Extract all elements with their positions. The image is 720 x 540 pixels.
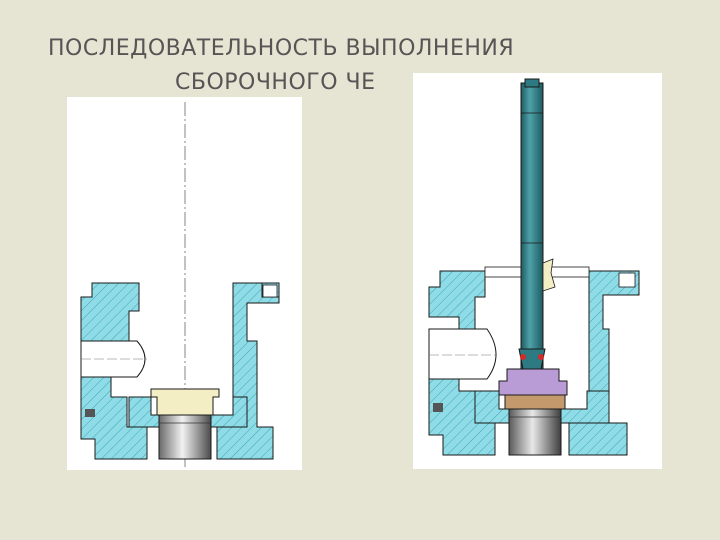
shaft-tip <box>524 78 540 88</box>
union-nut <box>498 368 568 396</box>
body-left-upper <box>428 270 486 330</box>
slide-title-line1: ПОСЛЕДОВАТЕЛЬНОСТЬ ВЫПОЛНЕНИЯ <box>48 36 515 61</box>
bolt-stub <box>85 409 95 417</box>
drawing-panel-right <box>413 73 662 469</box>
flange-notch <box>618 272 636 288</box>
seat-insert <box>508 408 562 456</box>
gland-packing <box>542 258 556 292</box>
slide-title-line2: СБОРОЧНОГО ЧЕ <box>175 70 376 95</box>
side-port <box>428 328 497 380</box>
seal-mark <box>520 354 526 360</box>
drawing-panel-left <box>67 97 302 470</box>
body-right-section <box>216 282 280 460</box>
assembly-drawing-step2 <box>428 78 640 456</box>
seat-bushing <box>150 388 220 416</box>
body-right-section <box>568 270 640 456</box>
shaft-cone <box>518 348 546 370</box>
seat-insert <box>158 414 212 460</box>
bearing-ring <box>504 394 566 410</box>
flange-notch <box>262 284 278 298</box>
bolt-stub <box>433 403 443 412</box>
seal-mark <box>538 354 544 360</box>
shaft <box>520 82 544 370</box>
assembly-drawing-step1 <box>80 102 280 467</box>
